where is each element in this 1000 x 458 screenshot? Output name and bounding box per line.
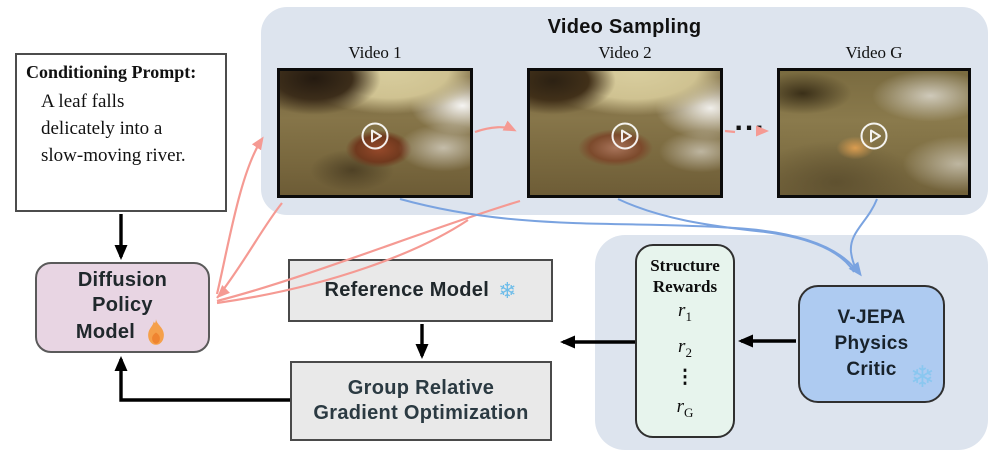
play-icon[interactable] — [610, 121, 640, 151]
structure-rewards-title: Rewards — [652, 277, 718, 296]
reward-r1: r1 — [678, 300, 692, 324]
grgo-line: Group Relative — [347, 377, 495, 399]
prompt-line: delicately into a — [41, 118, 163, 139]
video-sampling-panel: Video Sampling Video 1 Video 2 Video G — [261, 7, 988, 215]
dpm-line: Model — [75, 321, 136, 343]
reference-model-label: Reference Model — [324, 279, 490, 301]
dpm-line: Diffusion — [77, 268, 168, 291]
reward-r2: r2 — [678, 335, 692, 360]
vjepa-line: Physics — [834, 333, 909, 354]
diffusion-policy-model-box: Diffusion Policy Model — [35, 262, 210, 353]
video-g-thumbnail — [777, 68, 971, 198]
video-g-label: Video G — [845, 43, 903, 62]
pink-curve-to-video1-corner — [216, 202, 283, 299]
dpm-line: Policy — [92, 293, 153, 316]
video-1-thumbnail — [277, 68, 473, 198]
video-sampling-title: Video Sampling — [547, 16, 702, 38]
pink-arrow-into-dpm — [216, 285, 230, 299]
structure-rewards-box: Structure Rewards r1 r2 ⋮ rG — [635, 244, 735, 438]
play-icon[interactable] — [360, 121, 390, 151]
arrow-grgo-to-dpm — [114, 356, 290, 402]
video-sequence-ellipsis: ... — [734, 104, 766, 137]
video-2-label: Video 2 — [598, 43, 652, 62]
video-1-label: Video 1 — [348, 43, 402, 62]
vjepa-line: Critic — [846, 359, 897, 380]
reference-model-box: Reference Model ❄ — [288, 259, 553, 322]
conditioning-prompt-box: Conditioning Prompt: A leaf falls delica… — [15, 53, 227, 212]
fire-icon — [148, 318, 164, 345]
grgo-line: Gradient Optimization — [313, 402, 529, 424]
prompt-line: slow-moving river. — [41, 145, 186, 166]
video-2-thumbnail — [527, 68, 723, 198]
snowflake-icon: ❄ — [498, 277, 517, 303]
prompt-line: A leaf falls — [41, 91, 125, 112]
play-icon[interactable] — [859, 121, 889, 151]
conditioning-prompt-title: Conditioning Prompt: — [26, 62, 197, 82]
snowflake-icon: ❄ — [909, 361, 935, 394]
structure-rewards-title: Structure — [650, 256, 720, 275]
reward-rg: rG — [676, 395, 694, 420]
group-relative-gradient-optimization-box: Group Relative Gradient Optimization — [290, 361, 552, 441]
vjepa-physics-critic-box: V-JEPA Physics Critic ❄ — [798, 285, 945, 403]
vjepa-line: V-JEPA — [837, 307, 906, 328]
vertical-ellipsis: ⋮ — [675, 366, 695, 388]
